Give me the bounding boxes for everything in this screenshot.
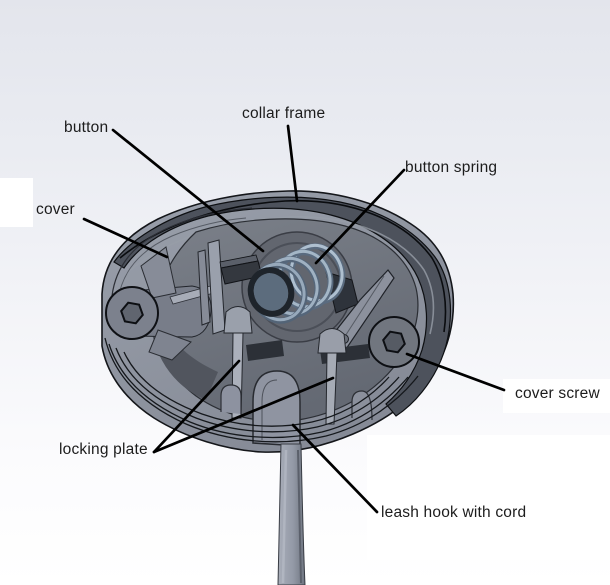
latch-bar-left bbox=[246, 340, 284, 361]
leader-lines[interactable] bbox=[82, 124, 506, 514]
button-lever-plate-rear bbox=[197, 249, 211, 326]
annotation-note-boxes bbox=[0, 178, 610, 560]
button-spring-part[interactable] bbox=[245, 238, 350, 328]
leader-line-locking-plate-1[interactable] bbox=[152, 359, 241, 454]
right-bracket-edge bbox=[339, 275, 385, 345]
leash-hook-part[interactable] bbox=[252, 370, 301, 447]
label-leash-hook[interactable]: leash hook with cord bbox=[381, 504, 527, 521]
cover-rim-lines bbox=[104, 337, 419, 443]
leader-line-locking-plate-2[interactable] bbox=[152, 376, 335, 454]
label-locking-plate[interactable]: locking plate bbox=[59, 441, 148, 458]
cover-inner-rim-line bbox=[111, 207, 253, 297]
note-box-cover bbox=[0, 178, 33, 227]
leader-line-leash-hook[interactable] bbox=[291, 423, 379, 514]
cover-inner-rim-line2 bbox=[117, 217, 247, 301]
leader-line-cover-screw[interactable] bbox=[405, 352, 506, 392]
guide-arch-left bbox=[220, 384, 242, 414]
left-fin-lower bbox=[148, 329, 192, 361]
label-cover-screw[interactable]: cover screw bbox=[515, 385, 600, 402]
note-box-cover-screw bbox=[503, 379, 610, 413]
collar-frame-part[interactable] bbox=[113, 196, 452, 417]
cad-model[interactable] bbox=[101, 190, 455, 585]
leader-line-button[interactable] bbox=[111, 128, 265, 253]
cover-screw-right-part[interactable] bbox=[368, 316, 420, 368]
label-collar-frame[interactable]: collar frame bbox=[242, 105, 326, 122]
note-box-leash-hook bbox=[367, 435, 610, 560]
leader-line-cover[interactable] bbox=[82, 217, 169, 259]
collar-frame-highlight-line bbox=[127, 216, 435, 335]
locking-plate-right-part[interactable] bbox=[317, 328, 347, 425]
leash-cord-part[interactable] bbox=[277, 443, 306, 585]
leader-line-collar-frame[interactable] bbox=[286, 124, 299, 203]
hex-socket-icon bbox=[382, 330, 406, 354]
leader-line-button-spring[interactable] bbox=[314, 168, 406, 265]
label-cover[interactable]: cover bbox=[36, 201, 75, 218]
label-button-spring[interactable]: button spring bbox=[405, 159, 498, 176]
cover-screw-left-part[interactable] bbox=[105, 286, 159, 340]
hex-socket-icon bbox=[120, 301, 144, 325]
label-button[interactable]: button bbox=[64, 119, 109, 136]
